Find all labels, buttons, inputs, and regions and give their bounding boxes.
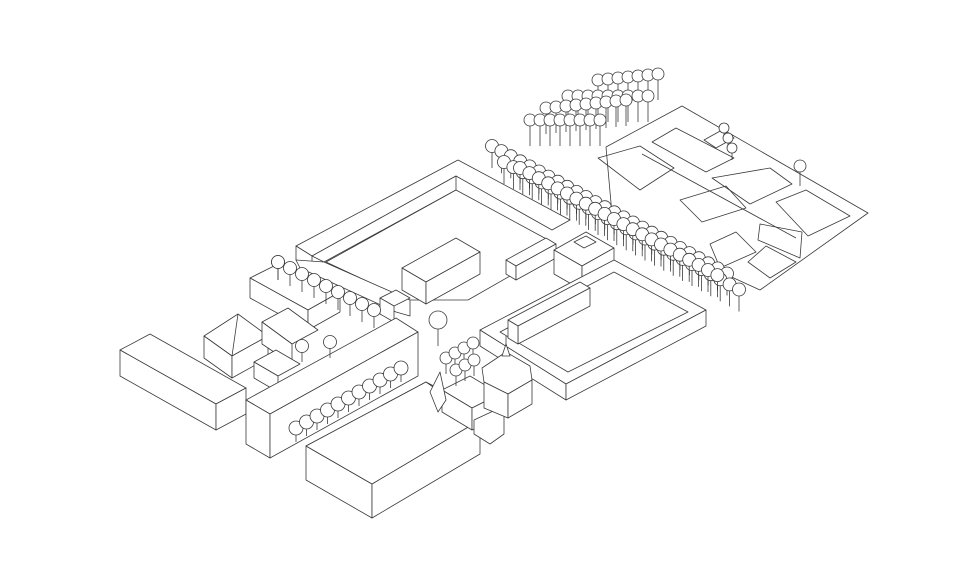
tree-crown xyxy=(367,303,381,317)
tree-crown xyxy=(355,297,369,311)
wedge-building xyxy=(429,371,447,413)
tree-crown xyxy=(466,336,480,350)
garden-right-tree xyxy=(793,159,807,186)
north-west-tree-row xyxy=(271,255,381,328)
gate-tower-lantern xyxy=(573,235,597,249)
east-court-side-wall xyxy=(565,309,707,401)
tree-crown xyxy=(323,335,337,349)
garden-bed-upper-right xyxy=(711,167,793,205)
tree-crown xyxy=(732,282,746,297)
tree-crown xyxy=(651,67,665,81)
garden-bed-center-right xyxy=(757,223,803,259)
pyramid-ridge xyxy=(231,313,239,357)
tree-groups xyxy=(271,67,807,442)
garden-bed-middle xyxy=(679,185,747,223)
garden-diagonal-path xyxy=(641,153,797,239)
courtyard-tree xyxy=(428,310,448,346)
garden-bed-right xyxy=(775,189,851,237)
tree-crown xyxy=(793,159,807,173)
church-group xyxy=(429,336,533,445)
tree-crown xyxy=(393,360,409,376)
garden-bed-top-left xyxy=(597,145,675,191)
tree-crown xyxy=(467,353,481,367)
parterre-garden xyxy=(597,105,869,291)
tree-crown xyxy=(283,261,297,275)
west-building-cluster xyxy=(119,261,341,431)
south-street-trees xyxy=(288,360,409,442)
garden-bed-top xyxy=(651,127,735,173)
tree-crown xyxy=(619,93,633,107)
tree-crown xyxy=(295,267,309,281)
tree-crown xyxy=(295,339,309,353)
chapel-spire xyxy=(501,343,511,357)
octagon-chapel-wall-right xyxy=(507,379,533,419)
tree-crown xyxy=(722,132,734,144)
chapel-trees xyxy=(439,336,480,374)
east-courtyard-building xyxy=(479,259,707,401)
tree-crown xyxy=(343,291,357,305)
west-garden-tree-2 xyxy=(323,335,337,358)
allee-row-middle xyxy=(513,161,725,298)
tree-crown xyxy=(319,279,333,293)
tree-crown xyxy=(718,122,730,134)
courtyard-hall-side xyxy=(425,251,481,305)
garden-corner-trees xyxy=(718,122,738,160)
tree-crown xyxy=(710,268,725,283)
west-garden-tree xyxy=(295,339,309,362)
tree-crown xyxy=(726,142,738,154)
tree-crown xyxy=(307,273,321,287)
garden-bed-bottom-right xyxy=(747,245,797,279)
north-west-single xyxy=(271,255,285,280)
grove-row-4 xyxy=(523,113,607,146)
chapel-trees-low xyxy=(449,353,481,386)
tree-crown xyxy=(593,113,607,127)
grove-row-3 xyxy=(539,93,633,134)
east-court-long-hall-front xyxy=(507,319,519,345)
tree-crown xyxy=(428,310,448,330)
tree-crown xyxy=(331,285,345,299)
tree-crown xyxy=(641,89,655,103)
tree-crown xyxy=(271,255,285,269)
